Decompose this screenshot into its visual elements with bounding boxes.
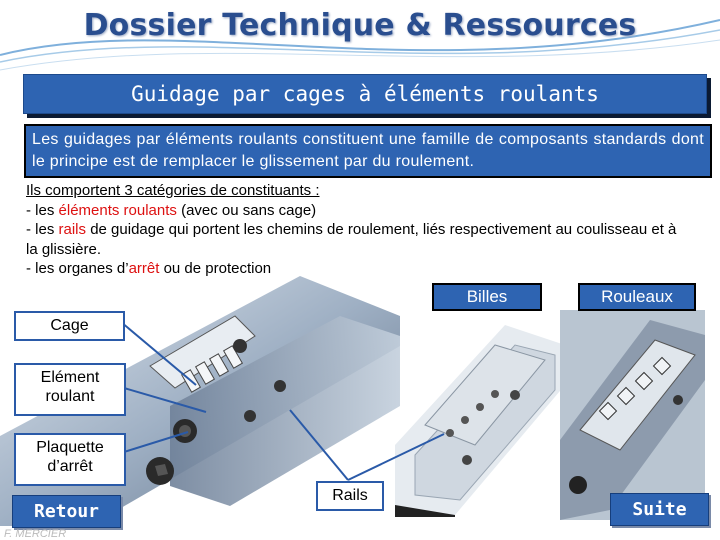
intro-paragraph: Les guidages par éléments roulants const… [24,124,712,178]
constituent-line-2: - les rails de guidage qui portent les c… [26,220,686,259]
page-title: Dossier Technique & Ressources [83,8,637,43]
suite-button[interactable]: Suite [610,493,709,526]
line3-suffix: ou de protection [159,260,272,277]
line2-suffix: de guidage qui portent les chemins de ro… [26,221,677,258]
author-credit: F. MERCIER [4,528,67,540]
ball-guide-image [395,325,565,517]
section-banner: Guidage par cages à éléments roulants [23,74,707,114]
element-roulant-callout: Elément roulant [14,363,126,416]
plaquette-arret-callout: Plaquette d’arrêt [14,433,126,486]
cage-callout: Cage [14,311,125,341]
line2-prefix: - les [26,221,59,238]
roller-guide-image [560,310,705,520]
retour-button[interactable]: Retour [12,495,121,528]
line1-suffix: (avec ou sans cage) [176,201,317,219]
rails-callout: Rails [316,481,384,511]
line2-highlight: rails [58,221,87,238]
header-wave-decoration [0,19,720,71]
constituents-heading: Ils comportent 3 catégories de constitua… [26,182,320,199]
constituent-line-3: - les organes d’arrêt ou de protection [26,259,686,279]
constituent-line-1: - les éléments roulants (avec ou sans ca… [26,201,686,221]
line3-prefix: - les organes d’ [26,260,129,277]
constituents-text: Ils comportent 3 catégories de constitua… [26,181,686,279]
line1-highlight: éléments roulants [58,201,177,219]
rouleaux-label: Rouleaux [578,283,696,311]
line3-highlight: arrêt [128,260,160,277]
line1-prefix: - les [26,201,59,219]
billes-label: Billes [432,283,542,311]
